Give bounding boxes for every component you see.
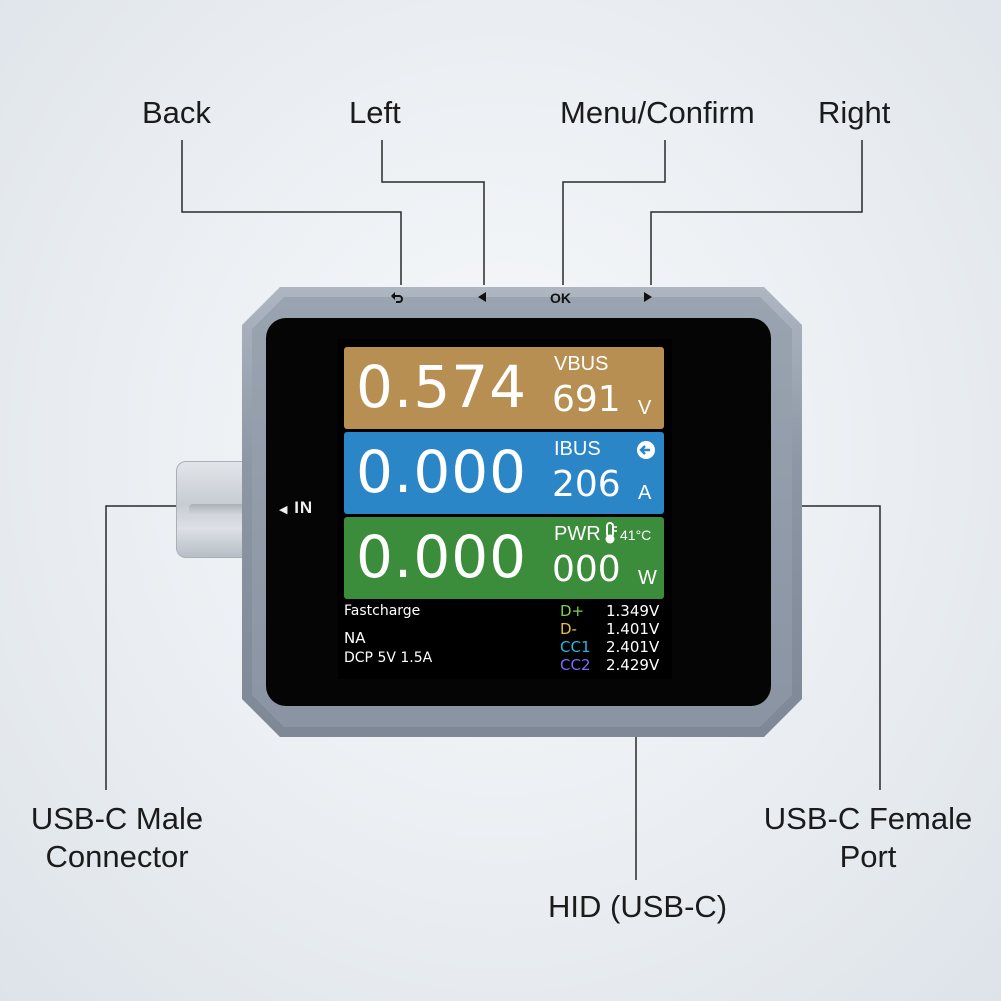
pwr-panel: 0.000 PWR 41°C 000 W xyxy=(344,517,664,599)
cc1-value: 2.401V xyxy=(606,638,660,656)
cc2-value: 2.429V xyxy=(606,656,660,674)
vbus-panel: 0.574 VBUS 691 V xyxy=(344,347,664,429)
dminus-label: D- xyxy=(560,620,577,638)
protocol-value: DCP 5V 1.5A xyxy=(344,650,433,666)
ibus-value: 0.000 xyxy=(356,438,528,506)
pwr-unit: W xyxy=(638,567,657,589)
callout-menu-confirm: Menu/Confirm xyxy=(560,95,755,130)
pwr-tag: PWR xyxy=(554,523,601,545)
vbus-value: 0.574 xyxy=(356,353,528,421)
callout-usb-c-female-line1: USB-C Female xyxy=(763,801,973,836)
callout-usb-c-female-line2: Port xyxy=(839,839,897,874)
cc1-label: CC1 xyxy=(560,638,591,656)
ibus-sub-value: 206 xyxy=(552,464,621,505)
dplus-label: D+ xyxy=(560,602,585,620)
pwr-value: 0.000 xyxy=(356,523,528,591)
direction-arrow-icon xyxy=(636,440,656,465)
fastcharge-value: NA xyxy=(344,629,366,647)
lcd-screen: 0.574 VBUS 691 V 0.000 IBUS 206 A 0.000 … xyxy=(338,339,672,679)
left-triangle-icon[interactable] xyxy=(476,290,488,307)
ibus-panel: 0.000 IBUS 206 A xyxy=(344,432,664,514)
back-arrow-icon[interactable] xyxy=(390,290,404,307)
in-label: ◀ IN xyxy=(279,498,313,518)
usb-c-male-connector[interactable] xyxy=(176,461,250,558)
in-arrow-icon: ◀ xyxy=(279,504,289,516)
connector-slot xyxy=(189,504,249,516)
dplus-value: 1.349V xyxy=(606,602,660,620)
callout-usb-c-male-line1: USB-C Male xyxy=(30,801,204,836)
dminus-value: 1.401V xyxy=(606,620,660,638)
callout-right: Right xyxy=(818,95,891,130)
ok-button[interactable]: OK xyxy=(550,290,571,306)
right-triangle-icon[interactable] xyxy=(642,290,654,307)
cc2-label: CC2 xyxy=(560,656,591,674)
vbus-unit: V xyxy=(638,397,652,419)
ibus-unit: A xyxy=(638,482,652,504)
callout-usb-c-female: USB-C Female Port xyxy=(758,800,978,876)
pwr-sub-value: 000 xyxy=(552,549,621,590)
vbus-tag: VBUS xyxy=(554,353,609,375)
callout-back: Back xyxy=(142,95,211,130)
callout-usb-c-male-line2: Connector xyxy=(45,839,189,874)
vbus-sub-value: 691 xyxy=(552,379,621,420)
callout-usb-c-male: USB-C Male Connector xyxy=(22,800,212,876)
in-label-text: IN xyxy=(294,498,314,517)
callout-left: Left xyxy=(349,95,401,130)
pwr-temperature: 41°C xyxy=(620,527,652,543)
callout-hid: HID (USB-C) xyxy=(548,889,728,924)
thermometer-icon xyxy=(602,521,618,550)
ibus-tag: IBUS xyxy=(554,438,601,460)
fastcharge-label: Fastcharge xyxy=(344,603,421,619)
